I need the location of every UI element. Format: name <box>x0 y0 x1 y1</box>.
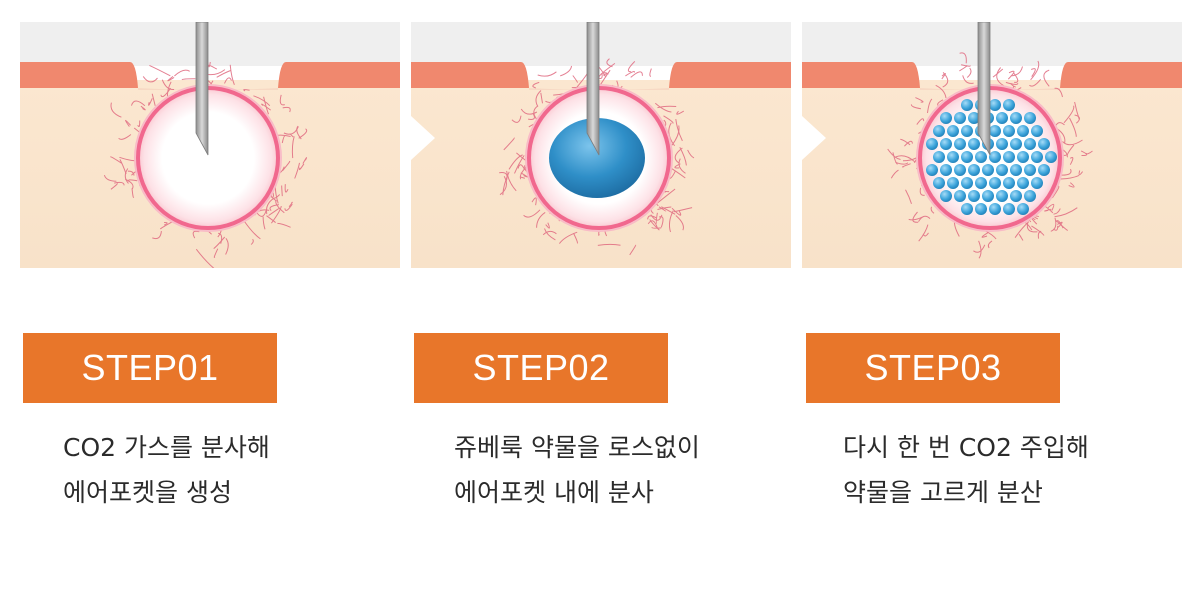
drug-particle <box>961 177 973 189</box>
skin-surface-right <box>278 62 400 88</box>
drug-particle <box>996 112 1008 124</box>
drug-particle <box>1024 138 1036 150</box>
skin-surface-left <box>802 62 920 88</box>
drug-particle <box>1010 164 1022 176</box>
drug-particle <box>1024 112 1036 124</box>
drug-particle <box>1017 177 1029 189</box>
drug-particle <box>989 177 1001 189</box>
step-description-1: CO2 가스를 분사해 에어포켓을 생성 <box>63 425 270 515</box>
skin-surface-right <box>1060 62 1182 88</box>
drug-particle <box>954 190 966 202</box>
drug-bolus <box>549 118 645 198</box>
drug-particle <box>947 177 959 189</box>
step-1-desc-line-1: CO2 가스를 분사해 <box>63 433 270 462</box>
drug-particle <box>1031 151 1043 163</box>
step-description-3: 다시 한 번 CO2 주입해 약물을 고르게 분산 <box>843 425 1089 515</box>
drug-particle <box>996 138 1008 150</box>
drug-particle <box>947 125 959 137</box>
step-description-2: 쥬베룩 약물을 로스없이 에어포켓 내에 분사 <box>454 425 700 515</box>
drug-particle <box>968 164 980 176</box>
drug-particle <box>1010 138 1022 150</box>
drug-particle <box>954 112 966 124</box>
skin-surface-left <box>411 62 529 88</box>
step-3-panel <box>802 22 1182 268</box>
drug-particle <box>926 164 938 176</box>
drug-particle <box>968 138 980 150</box>
drug-particle <box>940 190 952 202</box>
step-badge-1: STEP01 <box>23 333 277 403</box>
drug-particle <box>975 177 987 189</box>
drug-particle <box>989 125 1001 137</box>
dispersed-drug-particles <box>926 99 1057 215</box>
drug-particle <box>940 112 952 124</box>
drug-particle <box>947 151 959 163</box>
drug-particle <box>1031 177 1043 189</box>
drug-particle <box>961 151 973 163</box>
needle <box>586 22 600 156</box>
needle <box>977 22 991 156</box>
drug-particle <box>1024 164 1036 176</box>
drug-particle <box>982 164 994 176</box>
drug-particle <box>989 203 1001 215</box>
drug-particle <box>975 151 987 163</box>
drug-particle <box>1017 125 1029 137</box>
drug-particle <box>1017 151 1029 163</box>
step-2-panel <box>411 22 791 268</box>
step-label-3: STEP03 <box>864 347 1002 388</box>
drug-particle <box>961 125 973 137</box>
step-label-1: STEP01 <box>81 347 219 388</box>
drug-particle <box>1031 125 1043 137</box>
drug-particle <box>933 177 945 189</box>
air-pocket <box>134 84 282 232</box>
process-illustration <box>20 22 1182 268</box>
collagen-fibers <box>887 52 1093 259</box>
drug-particle <box>989 151 1001 163</box>
step-2-desc-line-2: 에어포켓 내에 분사 <box>454 478 654 507</box>
drug-particle <box>1045 151 1057 163</box>
drug-particle <box>968 112 980 124</box>
drug-particle <box>1038 138 1050 150</box>
drug-particle <box>1017 203 1029 215</box>
drug-particle <box>996 164 1008 176</box>
drug-particle <box>1024 190 1036 202</box>
step-1-panel <box>20 22 400 268</box>
drug-particle <box>940 138 952 150</box>
step-1-desc-line-2: 에어포켓을 생성 <box>63 478 232 507</box>
drug-particle <box>933 125 945 137</box>
drug-particle <box>933 151 945 163</box>
drug-particle <box>1003 177 1015 189</box>
drug-particle <box>996 190 1008 202</box>
drug-particle <box>954 164 966 176</box>
skin-surface-right <box>669 62 791 88</box>
air-band <box>411 22 791 66</box>
drug-particle <box>954 138 966 150</box>
drug-particle <box>961 99 973 111</box>
drug-particle <box>1010 190 1022 202</box>
drug-particle <box>1003 99 1015 111</box>
step-badge-2: STEP02 <box>414 333 668 403</box>
drug-particle <box>926 138 938 150</box>
drug-particle <box>940 164 952 176</box>
needle <box>195 22 209 156</box>
step-2-desc-line-1: 쥬베룩 약물을 로스없이 <box>454 433 700 462</box>
drug-particle <box>1003 125 1015 137</box>
drug-particle <box>968 190 980 202</box>
step-3-desc-line-1: 다시 한 번 CO2 주입해 <box>843 433 1089 462</box>
step-badge-3: STEP03 <box>806 333 1060 403</box>
drug-particle <box>975 203 987 215</box>
drug-particle <box>982 190 994 202</box>
drug-particle <box>961 203 973 215</box>
step-label-2: STEP02 <box>472 347 610 388</box>
drug-particle <box>1010 112 1022 124</box>
step-3-desc-line-2: 약물을 고르게 분산 <box>843 478 1043 507</box>
skin-surface-left <box>20 62 138 88</box>
drug-particle <box>1003 151 1015 163</box>
drug-particle <box>1038 164 1050 176</box>
air-band <box>20 22 400 66</box>
drug-particle <box>1003 203 1015 215</box>
drug-particle <box>989 99 1001 111</box>
air-band <box>802 22 1182 66</box>
